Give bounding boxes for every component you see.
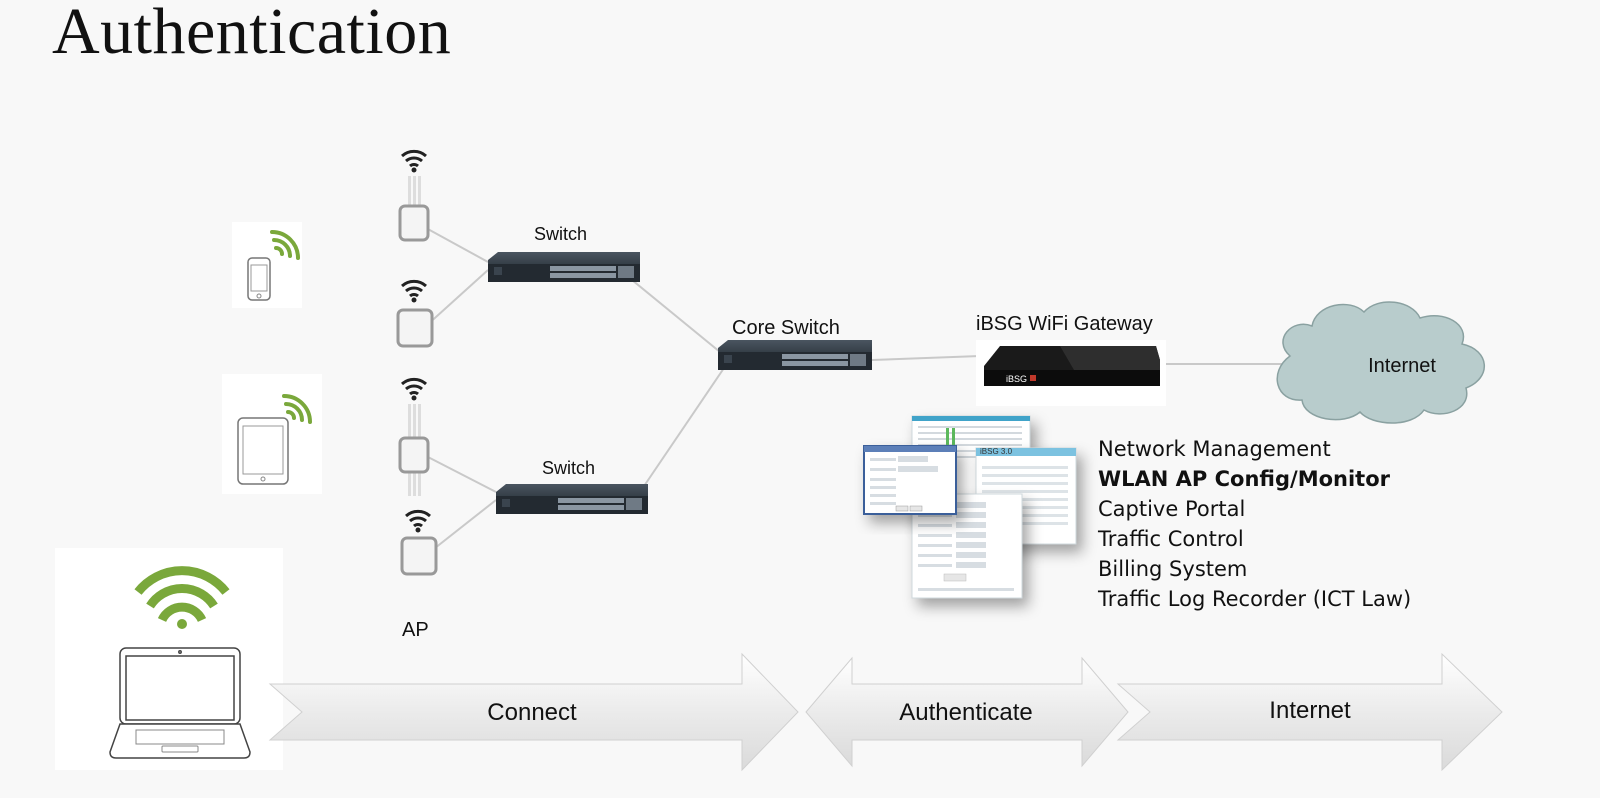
network-switch-icon [496,484,648,514]
internet-arrow [1116,652,1503,772]
access-point-icon [398,377,430,496]
tablet-icon [237,417,289,485]
access-point-icon [400,509,438,576]
core-switch-label: Core Switch [732,317,840,339]
gateway-appliance-icon: iBSG [976,340,1166,406]
connection-lines [425,227,1282,553]
flow-arrows [268,652,1503,772]
phone-wifi-icon [270,230,300,260]
switch-bottom-label: Switch [542,458,595,478]
internet-flow-label: Internet [1269,697,1351,724]
gateway-label: iBSG WiFi Gateway [976,313,1153,335]
feature-item: Traffic Control [1098,527,1244,551]
access-point-icon [396,279,434,348]
laptop-icon [109,647,251,759]
authenticate-arrow [805,656,1129,768]
authenticate-label: Authenticate [899,699,1032,726]
feature-item: Network Management [1098,437,1331,461]
smartphone-icon [247,257,271,301]
internet-cloud-label: Internet [1368,355,1436,377]
svg-text:iBSG: iBSG [1006,374,1027,384]
feature-item: Billing System [1098,557,1248,581]
connect-arrow [268,652,799,772]
switch-top-label: Switch [534,224,587,244]
ap-label: AP [402,619,429,641]
feature-item: Captive Portal [1098,497,1246,521]
laptop-wifi-dot [177,619,187,629]
cloud-icon [1276,301,1485,424]
tablet-wifi-icon [282,394,312,424]
connect-label: Connect [487,699,577,726]
network-switch-icon [718,340,872,370]
network-switch-icon [488,252,640,282]
screenshot-caption: iBSG 3.0 [980,447,1013,456]
feature-list: Network Management WLAN AP Config/Monito… [1098,434,1411,614]
page-title: Authentication [52,0,452,68]
management-screenshots: iBSG 3.0 [863,415,1077,599]
access-point-icon [398,149,430,242]
laptop-wifi-icon [134,566,230,623]
feature-item: WLAN AP Config/Monitor [1098,467,1390,491]
feature-item: Traffic Log Recorder (ICT Law) [1098,587,1412,611]
